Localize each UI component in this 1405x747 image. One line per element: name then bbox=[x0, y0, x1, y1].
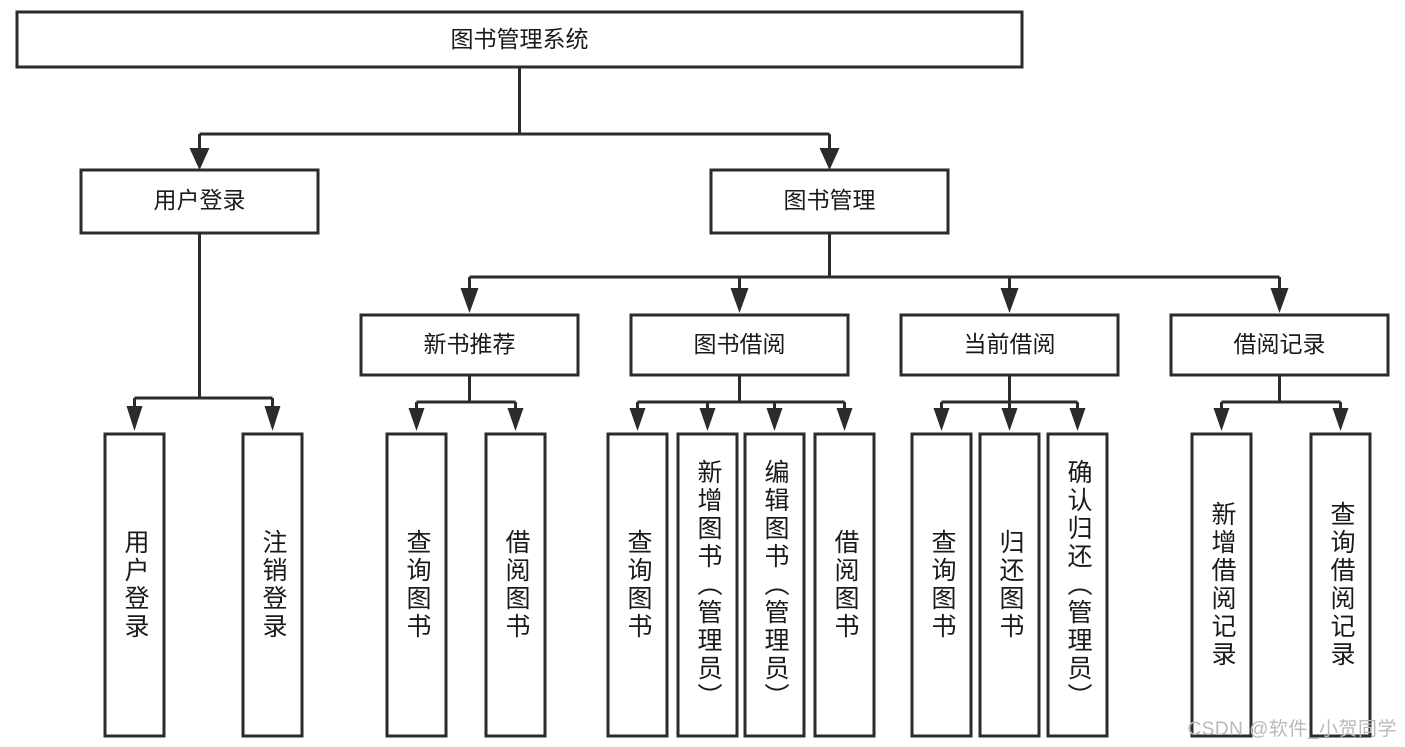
leaf-box-query-record[interactable] bbox=[1309, 432, 1372, 738]
arrow-head-to-newbook bbox=[460, 288, 479, 313]
leaf-box-edit-book[interactable] bbox=[743, 432, 806, 738]
arrow-head-record-leaf-2 bbox=[1332, 408, 1349, 431]
leaf-box-add-record[interactable] bbox=[1190, 432, 1253, 738]
node-current-borrow-box[interactable] bbox=[899, 313, 1120, 377]
arrow-head-to-borrow bbox=[730, 288, 749, 313]
node-root-label: 图书管理系统 bbox=[451, 26, 589, 52]
arrow-head-newbook-leaf-1 bbox=[408, 408, 425, 431]
arrow-head-to-record bbox=[1270, 288, 1289, 313]
node-borrow-record-label: 借阅记录 bbox=[1234, 331, 1326, 357]
leaf-box-query-book-3[interactable] bbox=[910, 432, 973, 738]
arrow-head-borrow-leaf-1 bbox=[629, 408, 646, 431]
leaf-box-logout[interactable] bbox=[241, 432, 304, 738]
connector-group-current bbox=[933, 375, 1086, 431]
arrow-head-current-leaf-2 bbox=[1001, 408, 1018, 431]
arrow-head-to-login bbox=[189, 148, 210, 170]
arrow-head-newbook-leaf-2 bbox=[507, 408, 524, 431]
node-new-book-recommend[interactable]: 新书推荐 bbox=[359, 313, 580, 377]
leaf-box-query-book-2[interactable] bbox=[606, 432, 669, 738]
node-current-borrow-label: 当前借阅 bbox=[964, 331, 1056, 357]
node-current-borrow[interactable]: 当前借阅 bbox=[899, 313, 1120, 377]
node-user-login-label: 用户登录 bbox=[154, 187, 246, 213]
arrow-head-to-bookmgmt bbox=[819, 148, 840, 170]
arrow-head-current-leaf-1 bbox=[933, 408, 950, 431]
leaf-box-query-book-1[interactable] bbox=[385, 432, 448, 738]
connector-group-login bbox=[126, 233, 281, 431]
node-book-borrow-label: 图书借阅 bbox=[694, 331, 786, 357]
node-new-book-recommend-label: 新书推荐 bbox=[424, 331, 516, 357]
arrow-head-borrow-leaf-4 bbox=[836, 408, 853, 431]
node-book-borrow-box[interactable] bbox=[629, 313, 850, 377]
arrow-head-borrow-leaf-2 bbox=[699, 408, 716, 431]
leaf-box-return-book[interactable] bbox=[978, 432, 1041, 738]
leaf-box-add-book[interactable] bbox=[676, 432, 739, 738]
connector-group-bookmgmt bbox=[460, 233, 1289, 313]
csdn-watermark: CSDN @软件_小贺同学 bbox=[1187, 719, 1397, 740]
arrow-head-to-current bbox=[1000, 288, 1019, 313]
node-root[interactable]: 图书管理系统 bbox=[15, 10, 1024, 69]
node-book-management-box[interactable] bbox=[709, 168, 950, 235]
node-borrow-record-box[interactable] bbox=[1169, 313, 1390, 377]
node-book-borrow[interactable]: 图书借阅 bbox=[629, 313, 850, 377]
node-book-management[interactable]: 图书管理 bbox=[709, 168, 950, 235]
leaf-box-borrow-book-1[interactable] bbox=[484, 432, 547, 738]
arrow-head-login-leaf-1 bbox=[126, 406, 143, 431]
node-root-box[interactable] bbox=[15, 10, 1024, 69]
arrow-head-current-leaf-3 bbox=[1069, 408, 1086, 431]
node-user-login[interactable]: 用户登录 bbox=[79, 168, 320, 235]
leaf-box-borrow-book-2[interactable] bbox=[813, 432, 876, 738]
connector-group-root bbox=[189, 67, 840, 170]
leaf-box-confirm-return[interactable] bbox=[1046, 432, 1109, 738]
node-user-login-box[interactable] bbox=[79, 168, 320, 235]
connector-group-borrow bbox=[629, 375, 853, 431]
arrow-head-login-leaf-2 bbox=[264, 406, 281, 431]
arrow-head-borrow-leaf-3 bbox=[766, 408, 783, 431]
node-book-management-label: 图书管理 bbox=[784, 187, 876, 213]
node-new-book-recommend-box[interactable] bbox=[359, 313, 580, 377]
leaf-box-group bbox=[103, 432, 1372, 738]
node-borrow-record[interactable]: 借阅记录 bbox=[1169, 313, 1390, 377]
leaf-box-user-login[interactable] bbox=[103, 432, 166, 738]
connector-group-record bbox=[1213, 375, 1349, 431]
connector-group-newbook bbox=[408, 375, 524, 431]
arrow-head-record-leaf-1 bbox=[1213, 408, 1230, 431]
